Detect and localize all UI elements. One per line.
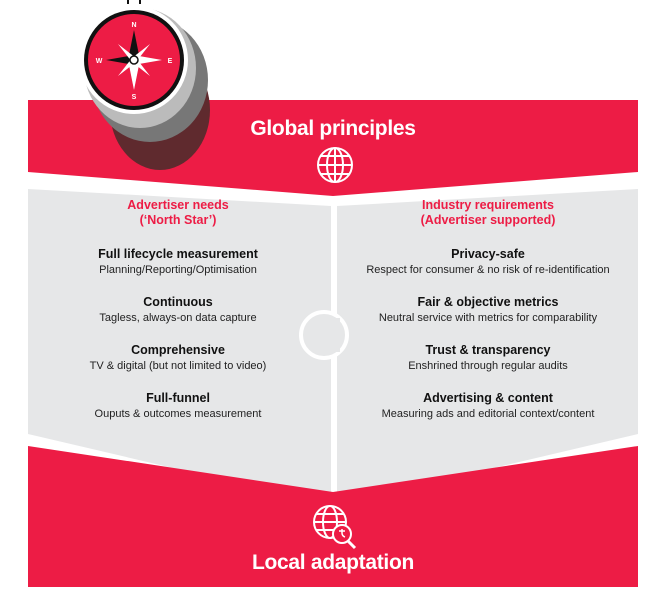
globe-search-icon <box>313 505 357 550</box>
item-desc: Respect for consumer & no risk of re-ide… <box>366 264 610 276</box>
compass-w: W <box>96 58 103 65</box>
compass-e: E <box>168 58 173 65</box>
item-title: Full lifecycle measurement <box>98 247 258 261</box>
item-desc: Ouputs & outcomes measurement <box>94 408 262 420</box>
item-title: Trust & transparency <box>425 343 551 357</box>
item-title: Full-funnel <box>146 391 210 405</box>
item-title: Continuous <box>143 295 213 309</box>
item-title: Privacy-safe <box>451 247 525 261</box>
item-desc: TV & digital (but not limited to video) <box>89 360 267 372</box>
item-desc: Planning/Reporting/Optimisation <box>99 264 257 276</box>
item-title: Advertising & content <box>423 391 553 405</box>
compass-n: N <box>131 22 136 29</box>
left-panel-heading-2: (‘North Star’) <box>139 213 217 227</box>
compass-icon: N S W E <box>80 0 210 170</box>
top-band-title: Global principles <box>250 117 416 140</box>
item-desc: Tagless, always-on data capture <box>99 312 257 324</box>
bottom-band <box>28 446 638 587</box>
globe-icon <box>317 147 353 183</box>
list-item: Comprehensive TV & digital (but not limit… <box>40 342 316 390</box>
right-panel-heading-2: (Advertiser supported) <box>420 213 556 227</box>
left-panel: Advertiser needs (‘North Star’) Full lif… <box>40 198 316 438</box>
right-panel-heading-1: Industry requirements <box>422 198 554 212</box>
compass-s: S <box>132 94 137 101</box>
left-panel-heading-1: Advertiser needs <box>127 198 229 212</box>
item-desc: Measuring ads and editorial context/cont… <box>381 408 595 420</box>
item-desc: Enshrined through regular audits <box>408 360 568 372</box>
bottom-band-title: Local adaptation <box>251 551 415 574</box>
item-title: Fair & objective metrics <box>417 295 559 309</box>
item-title: Comprehensive <box>131 343 225 357</box>
left-panel-bg <box>28 189 331 505</box>
right-panel-bg <box>337 189 638 505</box>
item-desc: Neutral service with metrics for compara… <box>378 312 598 324</box>
right-panel: Industry requirements (Advertiser suppor… <box>340 198 636 438</box>
